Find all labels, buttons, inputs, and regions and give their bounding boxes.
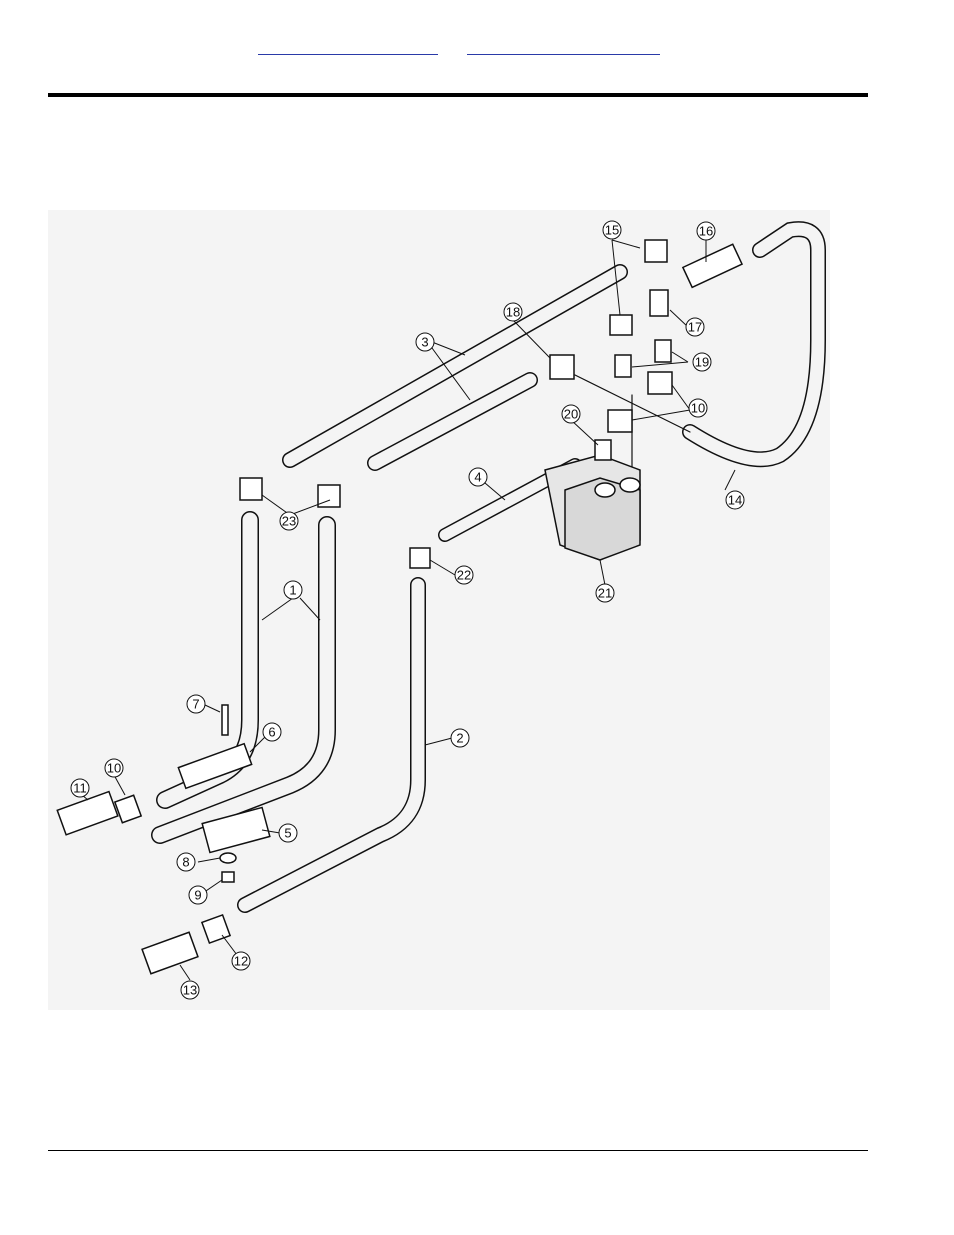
nav-link-1[interactable] xyxy=(258,34,438,55)
callout-label-20: 20 xyxy=(564,407,578,422)
callout-label-10: 10 xyxy=(107,761,121,776)
coupler-11 xyxy=(57,792,118,835)
fitting-20 xyxy=(595,440,611,460)
adapter-12 xyxy=(202,915,230,943)
callout-label-13: 13 xyxy=(183,983,197,998)
nut-9 xyxy=(222,872,234,882)
bottom-rule xyxy=(48,1150,868,1151)
fitting-19b xyxy=(615,355,631,377)
fitting-22 xyxy=(410,548,430,568)
valve-body-21 xyxy=(545,455,640,560)
fitting-15-mid xyxy=(610,315,632,335)
callout-label-18: 18 xyxy=(506,305,520,320)
fitting-10-lower xyxy=(608,410,632,432)
callout-label-8: 8 xyxy=(182,855,189,870)
callout-label-23: 23 xyxy=(282,514,296,529)
callout-label-1: 1 xyxy=(289,583,296,598)
callout-label-16: 16 xyxy=(699,224,713,239)
top-rule xyxy=(48,93,868,97)
washer-8 xyxy=(220,853,236,863)
callout-label-3: 3 xyxy=(421,335,428,350)
callout-label-14: 14 xyxy=(728,493,742,508)
callout-label-21: 21 xyxy=(598,586,612,601)
fitting-17 xyxy=(650,290,668,316)
callout-label-12: 12 xyxy=(234,954,248,969)
callout-label-2: 2 xyxy=(456,731,463,746)
fitting-23a xyxy=(240,478,262,500)
callout-label-11: 11 xyxy=(73,781,87,796)
fitting-10-upper xyxy=(648,372,672,394)
fitting-16 xyxy=(683,244,742,287)
callout-label-7: 7 xyxy=(192,697,199,712)
callout-label-22: 22 xyxy=(457,568,471,583)
callout-label-6: 6 xyxy=(268,725,275,740)
callout-label-19: 19 xyxy=(695,355,709,370)
callout-label-9: 9 xyxy=(194,888,201,903)
callout-label-17: 17 xyxy=(688,320,702,335)
callout-label-15: 15 xyxy=(605,223,619,238)
callout-label-4: 4 xyxy=(474,470,481,485)
callout-label-10-b: 10 xyxy=(691,401,705,416)
fitting-18 xyxy=(550,355,574,379)
bolt-7 xyxy=(222,705,228,735)
nav-link-2[interactable] xyxy=(467,34,660,55)
fitting-15-top xyxy=(645,240,667,262)
coupler-13 xyxy=(142,932,198,974)
callout-label-5: 5 xyxy=(284,826,291,841)
adapter-10 xyxy=(115,795,141,823)
fitting-19a xyxy=(655,340,671,362)
